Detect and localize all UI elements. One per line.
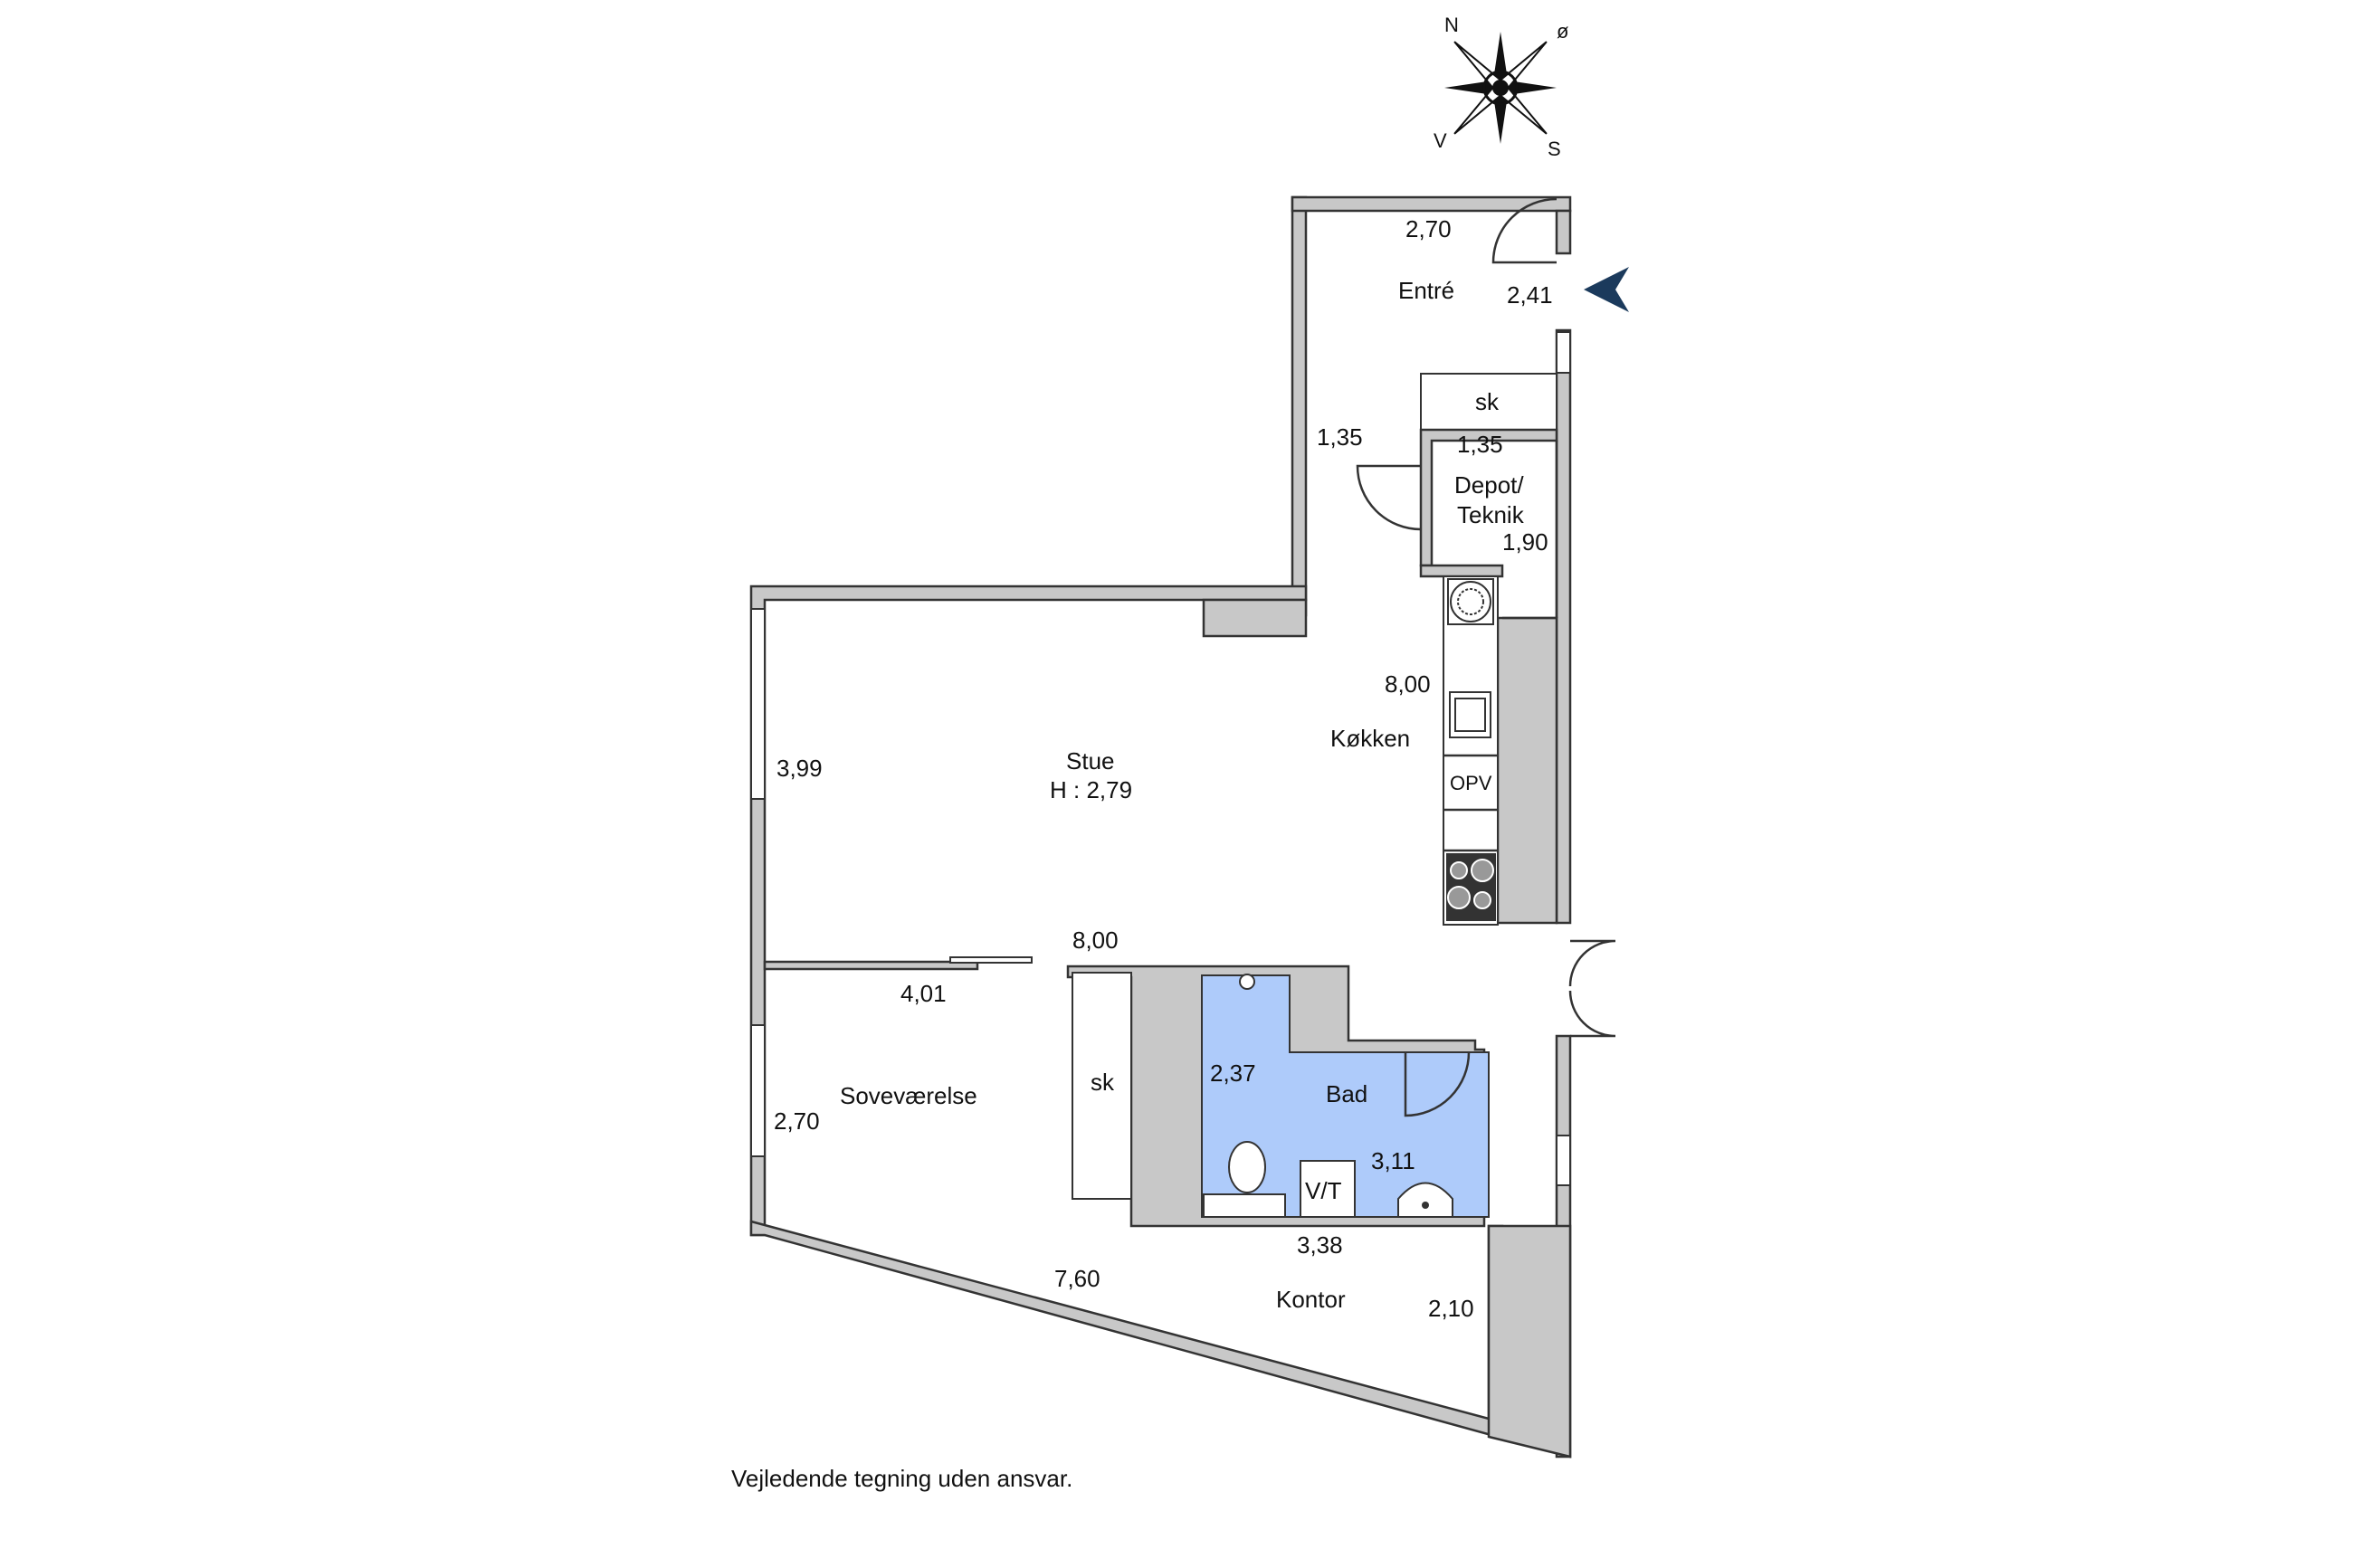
closet-label-entre: sk — [1475, 388, 1500, 415]
closet-label-sove: sk — [1091, 1069, 1115, 1096]
depot-width-label: 1,35 — [1457, 431, 1503, 458]
bathroom-floor — [1201, 974, 1490, 1218]
dimension-kokken-length: 8,00 — [1385, 670, 1431, 698]
compass-north-label: N — [1444, 14, 1459, 36]
shower-icon — [1239, 974, 1255, 990]
washer-dryer-box — [1300, 1160, 1356, 1218]
washbasin-icon — [1397, 1182, 1453, 1218]
compass-east-label: ø — [1557, 20, 1568, 43]
room-label-kontor: Kontor — [1276, 1286, 1346, 1313]
dimension-kontor-depth: 2,10 — [1428, 1295, 1474, 1322]
extractor-fan-icon — [1447, 578, 1494, 625]
room-label-bad: Bad — [1326, 1080, 1367, 1107]
wardrobe-box — [1072, 972, 1132, 1200]
room-label-sovevaerelse: Soveværelse — [840, 1082, 977, 1109]
dimension-bad-bottom: 3,38 — [1297, 1231, 1343, 1259]
dimension-hall-width: 1,35 — [1317, 423, 1363, 451]
compass-west-label: V — [1434, 129, 1447, 152]
room-height-stue: H : 2,79 — [1050, 776, 1132, 803]
dimension-stue-window: 3,99 — [776, 755, 823, 782]
dimension-depot-length: 1,90 — [1502, 528, 1548, 556]
entry-arrow-icon — [1584, 267, 1629, 312]
room-label-depot-1: Depot/ — [1454, 471, 1524, 499]
room-label-kokken: Køkken — [1330, 725, 1410, 752]
dimension-sove-depth: 2,70 — [774, 1107, 820, 1135]
dimension-bad-width: 2,37 — [1210, 1060, 1256, 1087]
room-label-entre: Entré — [1398, 277, 1454, 304]
dimension-sove-width: 4,01 — [900, 980, 947, 1007]
opv-label: OPV — [1450, 772, 1492, 794]
dimension-bad-length: 3,11 — [1371, 1147, 1415, 1174]
door-swings — [1356, 197, 1616, 1117]
dimension-entre-length: 2,41 — [1507, 281, 1553, 309]
toilet-icon — [1203, 1141, 1286, 1218]
compass-rose-icon — [1444, 32, 1557, 144]
dimension-kontor-length: 7,60 — [1054, 1265, 1100, 1292]
room-label-depot-2: Teknik — [1457, 501, 1525, 528]
vt-label: V/T — [1305, 1177, 1342, 1204]
windows — [750, 331, 1571, 1186]
dimension-entre-width: 2,70 — [1405, 215, 1452, 242]
compass-south-label: S — [1548, 138, 1561, 160]
walls — [749, 195, 1572, 1459]
dimension-stue-length: 8,00 — [1072, 927, 1119, 954]
room-label-stue: Stue — [1066, 747, 1115, 774]
cooktop-icon — [1446, 853, 1496, 921]
sliding-door — [949, 956, 1033, 964]
disclaimer-text: Vejledende tegning uden ansvar. — [731, 1465, 1072, 1492]
kitchen-sink-icon — [1449, 691, 1491, 738]
